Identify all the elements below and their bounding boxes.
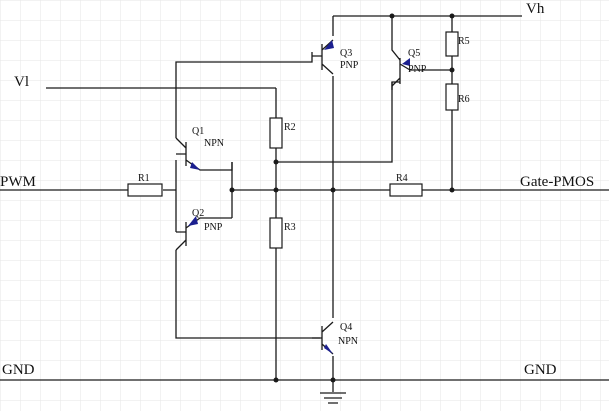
labels: Vh Vl PWM GND GND Gate-PMOS R1 R2 R3 R4 …	[0, 1, 594, 378]
vh-label: Vh	[526, 1, 545, 17]
r1-label: R1	[138, 173, 150, 184]
q2-ref-label: Q2	[192, 208, 204, 219]
q3-ref-label: Q3	[340, 48, 352, 59]
resistor-r3	[269, 217, 283, 249]
q5-ref-label: Q5	[408, 48, 420, 59]
ground-symbol	[320, 392, 346, 404]
r1-to-bases-wire	[163, 160, 177, 232]
q1-emitter-arrow	[190, 162, 200, 170]
wires	[0, 15, 609, 392]
transistor-q5	[391, 58, 411, 87]
resistor-r4	[389, 183, 423, 197]
vl-label: Vl	[14, 74, 29, 90]
q5-type-label: PNP	[408, 64, 427, 75]
pwm-label: PWM	[0, 174, 36, 190]
r2-label: R2	[284, 122, 296, 133]
transistor-q2	[175, 216, 232, 251]
q3-emitter-arrow	[324, 40, 334, 50]
q5-emitter-wire	[391, 16, 401, 61]
r3-label: R3	[284, 222, 296, 233]
r4-label: R4	[396, 173, 408, 184]
q5-emitter-arrow	[402, 58, 410, 66]
r5-label: R5	[458, 36, 470, 47]
q2-emitter-arrow	[188, 216, 198, 226]
junction-dots	[229, 13, 455, 383]
q1-type-label: NPN	[204, 138, 224, 149]
resistor-r1	[127, 183, 163, 197]
q2-type-label: PNP	[204, 222, 223, 233]
r6-label: R6	[458, 94, 470, 105]
q1-ref-label: Q1	[192, 126, 204, 137]
gnd-right-label: GND	[524, 362, 557, 378]
q4-emitter-arrow	[324, 344, 333, 354]
transistor-q4	[312, 321, 334, 355]
transistor-q3	[312, 39, 334, 75]
q2-collector-wire	[175, 250, 320, 339]
transistor-q1	[175, 137, 233, 171]
gnd-left-label: GND	[2, 362, 35, 378]
q4-ref-label: Q4	[340, 322, 352, 333]
resistors	[127, 31, 459, 249]
q1-collector-wire	[175, 52, 313, 138]
resistor-r6	[445, 83, 459, 111]
gate-pmos-label: Gate-PMOS	[520, 174, 594, 190]
q3-type-label: PNP	[340, 60, 359, 71]
resistor-r2	[269, 117, 283, 149]
q4-type-label: NPN	[338, 336, 358, 347]
resistor-r5	[445, 31, 459, 57]
